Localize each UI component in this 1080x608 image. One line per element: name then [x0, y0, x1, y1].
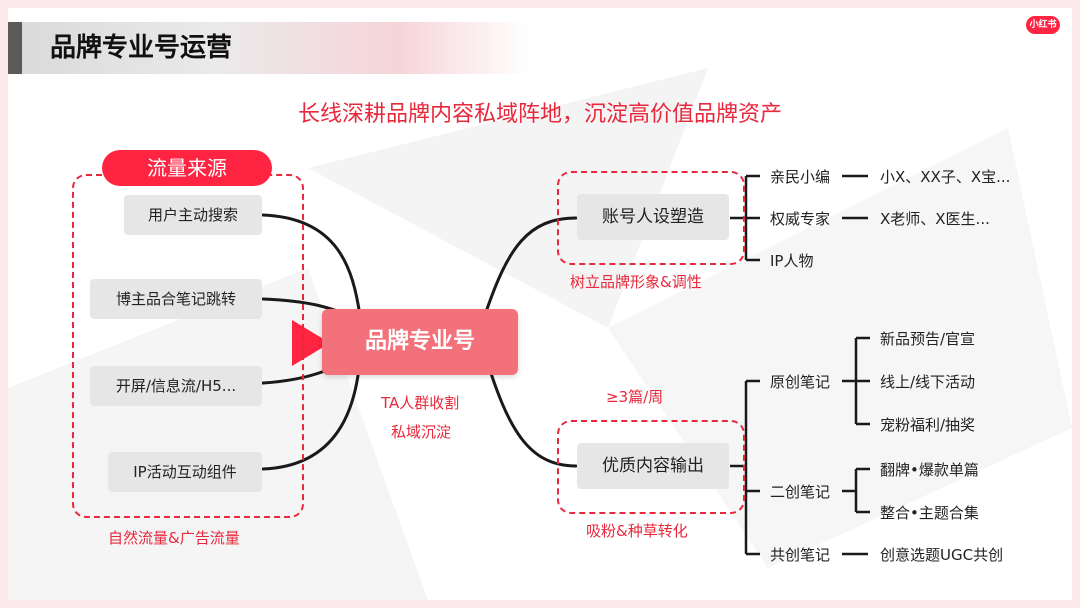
traffic-caption: 自然流量&广告流量 [108, 529, 240, 547]
connector-search [261, 213, 362, 318]
traffic-item-search: 用户主动搜索 [124, 195, 262, 235]
original-item-events: 线上/线下活动 [880, 373, 976, 391]
page-title: 品牌专业号运营 [50, 33, 233, 63]
traffic-source-header: 流量来源 [102, 150, 272, 186]
derivative-item-collection: 整合•主题合集 [880, 504, 979, 522]
title-bar: 品牌专业号运营 [8, 22, 528, 74]
page-subtitle: 长线深耕品牌内容私域阵地，沉淀高价值品牌资产 [297, 102, 782, 127]
xiaohongshu-logo: 小红书 [1026, 16, 1060, 34]
derivative-item-single: 翻牌•爆款单篇 [880, 461, 979, 479]
account-example-expert: X老师、X医生... [880, 210, 990, 228]
content-branch-cocreate: 共创笔记 [770, 546, 831, 564]
account-branch-editor: 亲民小编 [770, 168, 831, 186]
slide: 品牌专业号运营 小红书 长线深耕品牌内容私域阵地，沉淀高价值品牌资产 [8, 8, 1072, 600]
connector-account [484, 216, 578, 314]
account-group-frame [557, 171, 745, 265]
content-branch-original: 原创笔记 [770, 373, 831, 391]
content-output-box: 优质内容输出 [577, 443, 729, 489]
connector-content [484, 356, 578, 468]
center-note-ta: TA人群收割 [381, 394, 460, 412]
original-item-launch: 新品预告/官宣 [880, 330, 976, 348]
connector-lines [261, 174, 870, 556]
original-item-benefits: 宠粉福利/抽奖 [880, 416, 976, 434]
account-persona-box: 账号人设塑造 [577, 194, 729, 240]
traffic-item-blogger: 博主品合笔记跳转 [90, 279, 262, 319]
connector-ip [261, 356, 362, 471]
account-caption: 树立品牌形象&调性 [570, 273, 702, 291]
center-note-private: 私域沉淀 [391, 423, 452, 441]
account-example-editor: 小X、XX子、X宝... [880, 168, 1011, 186]
traffic-item-ip-activity: IP活动互动组件 [108, 452, 262, 492]
content-caption: 吸粉&种草转化 [586, 522, 688, 540]
content-branch-derivative: 二创笔记 [770, 483, 831, 501]
brand-account-center: 品牌专业号 [322, 309, 518, 375]
account-branch-ip: IP人物 [770, 252, 814, 270]
play-arrow-icon [292, 320, 330, 366]
title-accent [8, 22, 22, 74]
traffic-item-ads: 开屏/信息流/H5... [90, 366, 262, 406]
content-frequency: ≥3篇/周 [606, 388, 664, 406]
content-group-frame [557, 420, 745, 514]
cocreate-item-ugc: 创意选题UGC共创 [880, 546, 1004, 564]
account-branch-expert: 权威专家 [770, 210, 831, 228]
